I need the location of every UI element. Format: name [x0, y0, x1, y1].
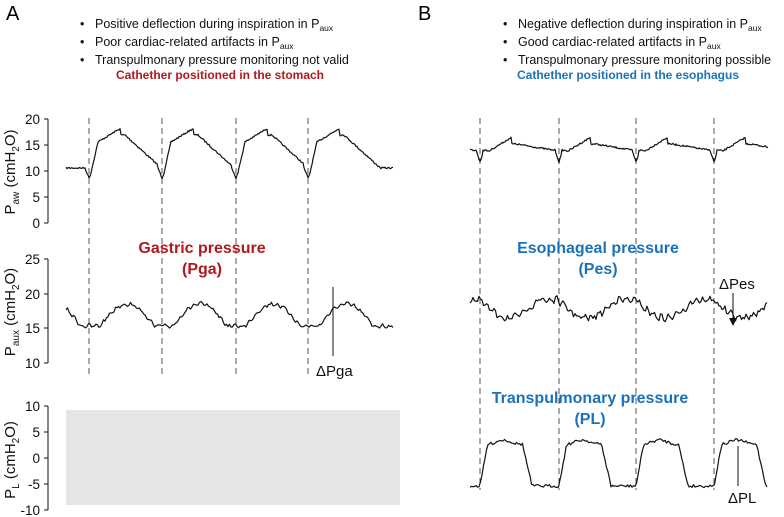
esophageal-pressure-title: Esophageal pressure	[517, 240, 679, 257]
tick-label: 20	[25, 112, 40, 127]
conclusion-b: Cathether positioned in the esophagus	[517, 68, 739, 82]
paw-trace-a	[65, 128, 394, 180]
tick-label: 5	[32, 425, 40, 440]
bullet-b-2: Good cardiac-related artifacts in Paux	[518, 35, 721, 51]
tick-label: 5	[32, 190, 40, 205]
bullet-dot: •	[80, 17, 84, 31]
bullet-dot: •	[80, 53, 84, 67]
tick-label: 25	[25, 252, 40, 267]
paw-axis: 20 15 10 5 0 Paw (cmH2O)	[2, 112, 49, 231]
tick-label: 0	[32, 216, 40, 231]
paux-axis: 25 20 15 10 Paux (cmH2O)	[2, 252, 49, 371]
tick-label: 10	[25, 164, 40, 179]
gastric-pressure-title: Gastric pressure	[138, 240, 265, 257]
bullet-a-3: Transpulmonary pressure monitoring not v…	[95, 53, 349, 67]
delta-pga-label: ΔPga	[316, 363, 353, 380]
bullet-b-1: Negative deflection during inspiration i…	[518, 17, 762, 33]
bullet-a-2: Poor cardiac-related artifacts in Paux	[95, 35, 294, 51]
bullet-dot: •	[80, 35, 84, 49]
conclusion-a: Cathether positioned in the stomach	[116, 68, 324, 82]
pes-trace-b	[469, 295, 768, 323]
delta-pes-arrowhead	[729, 318, 737, 326]
bullet-a-1: Positive deflection during inspiration i…	[95, 17, 334, 33]
gastric-pressure-abbrev: (Pga)	[182, 261, 222, 278]
paw-trace-b	[469, 136, 769, 164]
paux-axis-label: Paux (cmH2O)	[2, 268, 22, 356]
panel-b-bullets: • Negative deflection during inspiration…	[503, 17, 771, 82]
tick-label: 10	[25, 356, 40, 371]
transpulmonary-pressure-title: Transpulmonary pressure	[492, 390, 689, 407]
tick-label: -10	[20, 503, 40, 517]
panel-letter-b: B	[418, 3, 431, 25]
esophageal-pressure-abbrev: (Pes)	[578, 261, 617, 278]
tick-label: 20	[25, 287, 40, 302]
pl-axis: 10 5 0 -5 -10 PL (cmH2O)	[2, 399, 49, 517]
tick-label: 15	[25, 138, 40, 153]
panel-a-breath-markers	[88, 118, 309, 378]
tick-label: 15	[25, 321, 40, 336]
tick-label: -5	[28, 477, 40, 492]
bullet-dot: •	[503, 17, 507, 31]
delta-pes-label: ΔPes	[719, 276, 755, 293]
pl-invalid-box	[66, 410, 400, 505]
tick-label: 10	[25, 399, 40, 414]
bullet-dot: •	[503, 53, 507, 67]
pga-trace-a	[65, 301, 394, 329]
bullet-dot: •	[503, 35, 507, 49]
panel-b-breath-markers	[479, 118, 715, 490]
delta-pl-label: ΔPL	[728, 490, 756, 507]
transpulmonary-pressure-abbrev: (PL)	[574, 411, 605, 428]
bullet-b-3: Transpulmonary pressure monitoring possi…	[518, 53, 771, 67]
pl-axis-label: PL (cmH2O)	[2, 421, 22, 499]
panel-letter-a: A	[6, 3, 20, 25]
panel-a-bullets: • Positive deflection during inspiration…	[80, 17, 349, 82]
tick-label: 0	[32, 451, 40, 466]
pl-trace-b	[469, 438, 768, 489]
paw-axis-label: Paw (cmH2O)	[2, 129, 22, 214]
